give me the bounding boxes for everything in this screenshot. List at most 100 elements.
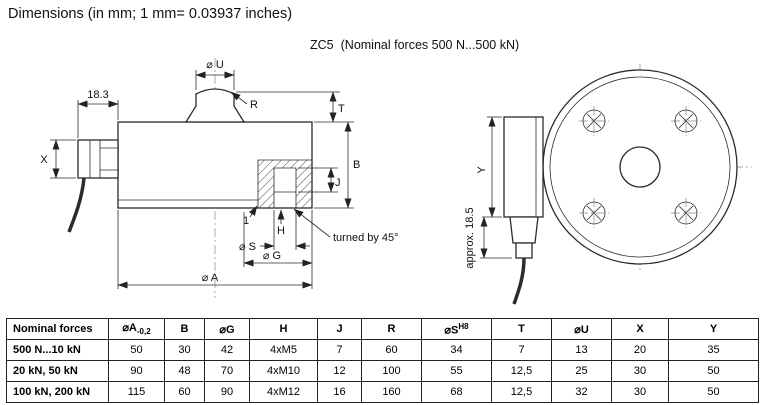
cable-connector — [67, 139, 119, 233]
cell-j: 7 — [317, 339, 362, 361]
col-header-j: J — [317, 318, 362, 340]
cell-x: 20 — [611, 339, 669, 361]
dim-h: H — [277, 209, 285, 237]
dim-label-u: ⌀ U — [206, 59, 224, 71]
cell-u: 13 — [551, 339, 612, 361]
col-header-x: X — [611, 318, 669, 340]
cell-j: 16 — [317, 381, 362, 403]
cell-t: 7 — [491, 339, 552, 361]
cell-h: 4xM10 — [249, 360, 318, 382]
cell-h: 4xM5 — [249, 339, 318, 361]
table-header-row: Nominal forces ⌀A-0,2 B ⌀G H J R ⌀SH8 T … — [6, 318, 759, 340]
dim-label-r: R — [250, 99, 258, 111]
section-hatch — [257, 159, 312, 208]
cell-r: 100 — [361, 360, 422, 382]
dim-g: ⌀ G — [243, 210, 313, 289]
cell-r: 60 — [361, 339, 422, 361]
table-row: 100 kN, 200 kN 115 60 90 4xM12 16 160 68… — [6, 381, 759, 403]
dim-j: J — [298, 167, 341, 193]
cell-x: 30 — [611, 381, 669, 403]
dim-r: R — [230, 91, 258, 111]
col-header-s-main: ⌀S — [444, 324, 459, 337]
dim-label-j: J — [335, 177, 341, 189]
cell-t: 12,5 — [491, 381, 552, 403]
dim-label-one: 1 — [243, 215, 249, 227]
dim-label-x: X — [40, 154, 48, 166]
bore-outline — [273, 167, 297, 208]
note-approx-label: approx. 18.5 — [464, 207, 476, 268]
dim-s: ⌀ S — [239, 210, 310, 253]
dim-approx: approx. 18.5 — [464, 207, 512, 269]
dim-label-t: T — [338, 103, 345, 115]
cell-b: 48 — [164, 360, 205, 382]
center-hole — [619, 146, 661, 188]
col-header-nominal-forces: Nominal forces — [6, 318, 109, 340]
cell-s: 34 — [421, 339, 492, 361]
inner-circle — [549, 76, 731, 258]
cell-force: 500 N...10 kN — [6, 339, 109, 361]
col-header-h: H — [249, 318, 318, 340]
table-row: 500 N...10 kN 50 30 42 4xM5 7 60 34 7 13… — [6, 339, 759, 361]
col-header-a-tolerance: -0,2 — [136, 327, 151, 337]
connector-housing — [503, 116, 544, 305]
cell-force: 20 kN, 50 kN — [6, 360, 109, 382]
dim-u: ⌀ U — [195, 59, 235, 90]
cell-g: 70 — [204, 360, 250, 382]
note-turned-label: turned by 45° — [333, 232, 399, 244]
model-name: ZC5 — [310, 38, 334, 52]
dim-label-g: ⌀ G — [263, 250, 281, 262]
cell-a: 115 — [108, 381, 165, 403]
col-header-y: Y — [668, 318, 759, 340]
col-header-t: T — [491, 318, 552, 340]
cell-u: 25 — [551, 360, 612, 382]
cable — [67, 177, 86, 233]
col-header-b: B — [164, 318, 205, 340]
cell-b: 60 — [164, 381, 205, 403]
col-header-a: ⌀A-0,2 — [108, 318, 165, 340]
dim-18-3: 18.3 — [77, 89, 119, 138]
cell-s: 68 — [421, 381, 492, 403]
dim-b: B — [314, 121, 360, 209]
dim-x: X — [40, 139, 76, 179]
col-header-g: ⌀G — [204, 318, 250, 340]
model-note: (Nominal forces 500 N...500 kN) — [340, 38, 520, 52]
dim-y: Y — [476, 116, 502, 218]
cell-u: 32 — [551, 381, 612, 403]
cell-j: 12 — [317, 360, 362, 382]
model-caption: ZC5 (Nominal forces 500 N...500 kN) — [310, 38, 519, 52]
cell-h: 4xM12 — [249, 381, 318, 403]
cell-b: 30 — [164, 339, 205, 361]
dimensions-table: Nominal forces ⌀A-0,2 B ⌀G H J R ⌀SH8 T … — [6, 318, 759, 403]
cell-r: 160 — [361, 381, 422, 403]
cell-y: 35 — [668, 339, 759, 361]
col-header-s-fit: H8 — [458, 321, 469, 331]
dim-label-y: Y — [476, 166, 488, 174]
cable-gland — [509, 216, 539, 244]
drawing-canvas: 18.3 X ⌀ U R — [40, 58, 752, 305]
dim-label-a: ⌀ A — [202, 272, 219, 284]
cell-force: 100 kN, 200 kN — [6, 381, 109, 403]
cell-t: 12,5 — [491, 360, 552, 382]
dim-label-b: B — [353, 159, 360, 171]
dim-label-18-3: 18.3 — [87, 89, 108, 101]
side-view: 18.3 X ⌀ U R — [40, 58, 399, 298]
note-turned: turned by 45° — [293, 208, 399, 244]
cell-y: 50 — [668, 381, 759, 403]
cell-a: 90 — [108, 360, 165, 382]
col-header-s: ⌀SH8 — [421, 318, 492, 340]
table-row: 20 kN, 50 kN 90 48 70 4xM10 12 100 55 12… — [6, 360, 759, 382]
col-header-r: R — [361, 318, 422, 340]
col-header-u: ⌀U — [551, 318, 612, 340]
page-title: Dimensions (in mm; 1 mm= 0.03937 inches) — [8, 6, 293, 22]
load-button — [184, 88, 246, 123]
cell-a: 50 — [108, 339, 165, 361]
cell-y: 50 — [668, 360, 759, 382]
dim-one: 1 — [243, 205, 258, 227]
dim-label-s: ⌀ S — [239, 241, 256, 253]
front-view: Y approx. 18.5 — [464, 64, 752, 305]
cell-g: 90 — [204, 381, 250, 403]
cell-s: 55 — [421, 360, 492, 382]
dim-a: ⌀ A — [117, 210, 313, 289]
cell-g: 42 — [204, 339, 250, 361]
